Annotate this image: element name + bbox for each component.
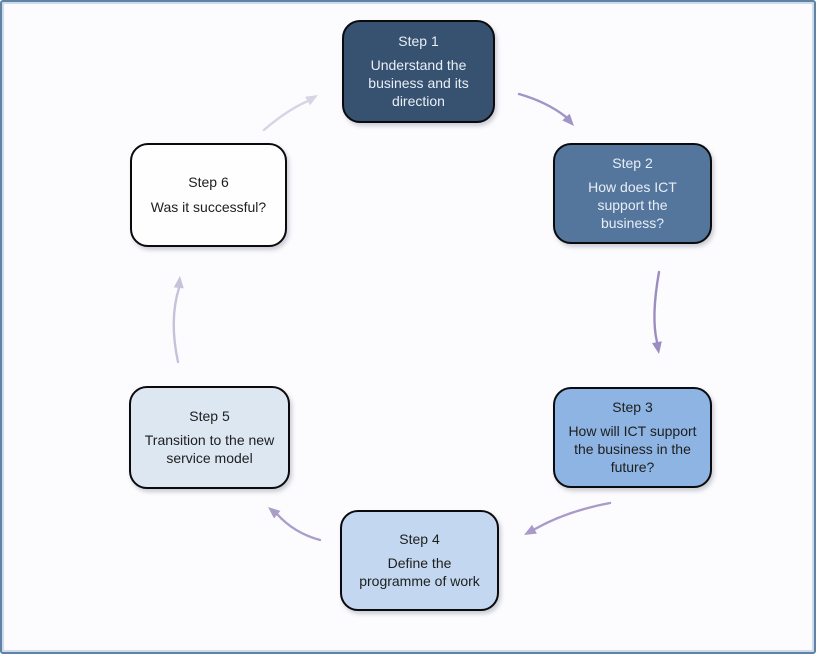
arrow-step5-to-step6 [172,276,184,364]
step-description: Understand the business and its directio… [368,57,469,110]
step-label: Step 3 [612,399,653,416]
arrow-step2-to-step3 [652,270,662,354]
step-box-4: Step 4 Define the programme of work [340,510,499,611]
step-description: Transition to the new service model [144,432,275,467]
step-label: Step 4 [399,531,440,547]
step-description: How will ICT support the business in the… [568,423,697,476]
arrow-step4-to-step5 [268,507,322,542]
arrow-step6-to-step1 [262,95,318,132]
step-label: Step 5 [189,408,230,424]
step-label: Step 2 [612,155,653,172]
step-description: How does ICT support the business? [588,179,677,232]
arrow-step1-to-step2 [517,92,574,126]
step-box-5: Step 5 Transition to the new service mod… [129,386,290,489]
step-label: Step 1 [398,33,439,50]
step-box-3: Step 3 How will ICT support the business… [553,387,712,488]
step-description: Was it successful? [150,198,267,215]
step-box-1: Step 1 Understand the business and its d… [342,20,495,123]
step-box-6: Step 6 Was it successful? [130,143,287,247]
step-label: Step 6 [188,174,229,191]
step-description: Define the programme of work [359,555,480,590]
step-box-2: Step 2 How does ICT support the business… [553,143,712,244]
arrow-step3-to-step4 [524,501,612,535]
